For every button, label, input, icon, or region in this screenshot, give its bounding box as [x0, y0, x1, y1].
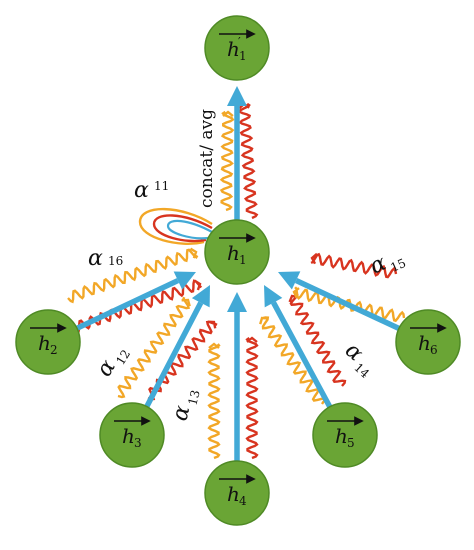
arrowhead-h2	[173, 271, 196, 290]
node-prime: ′	[238, 35, 241, 49]
node-symbol: h	[418, 331, 431, 355]
node-subscript: 1	[239, 253, 247, 267]
arrowhead-h1	[227, 86, 247, 106]
alpha-symbol: α	[88, 246, 103, 271]
alpha-symbol: α	[168, 403, 196, 424]
node-subscript: 6	[430, 343, 438, 357]
node-symbol: h	[38, 331, 51, 355]
node-subscript: 3	[134, 436, 142, 450]
self-attention-loop	[138, 207, 213, 245]
alpha-label-14: α 14	[340, 338, 372, 381]
alpha-subscript: 14	[351, 360, 372, 381]
alpha-subscript: 15	[388, 256, 408, 275]
self-loop-red	[152, 214, 213, 243]
alpha-symbol: α	[134, 178, 149, 203]
self-loop-blue	[166, 219, 213, 240]
edge-arrow-h3	[144, 301, 204, 408]
wave-orange-h5	[259, 316, 326, 405]
node-subscript: 5	[347, 436, 355, 450]
node-symbol: h	[122, 424, 135, 448]
wave-red-out	[238, 102, 259, 220]
node-symbol: h	[227, 482, 240, 506]
alpha-label-16: α 16	[88, 246, 123, 271]
wave-orange-out	[219, 110, 235, 212]
wave-red-h6	[310, 252, 398, 279]
edge-arrow-h6	[294, 277, 401, 331]
alpha-label-13: α 13	[168, 388, 203, 424]
wave-orange-h2	[67, 247, 199, 304]
arrowhead-h5	[264, 285, 283, 308]
self-loop-orange	[138, 207, 213, 245]
node-symbol: h	[335, 424, 348, 448]
edge-arrow-h2	[75, 278, 180, 331]
aggregation-label: concat/ avg	[197, 109, 217, 208]
edge-arrows	[75, 86, 401, 461]
node-symbol: h	[227, 37, 240, 61]
wave-orange-h3	[117, 296, 191, 399]
node-symbol: h	[227, 241, 240, 265]
node-subscript: 4	[239, 494, 247, 508]
alpha-subscript: 11	[154, 179, 169, 193]
alpha-subscript: 16	[108, 254, 123, 268]
alpha-subscript: 12	[113, 347, 133, 367]
wave-orange-h6	[292, 286, 406, 323]
node-subscript: 2	[50, 343, 58, 357]
wave-orange-h4	[207, 342, 221, 460]
attention-waves	[67, 102, 406, 460]
edge-arrow-h5	[271, 301, 333, 409]
arrowhead-h4	[227, 292, 247, 312]
node-subscript: 1	[239, 49, 247, 63]
wave-red-h4	[245, 336, 259, 460]
arrowhead-h6	[278, 271, 301, 290]
alpha-subscript: 13	[186, 388, 203, 406]
arrowhead-h3	[191, 285, 210, 308]
alpha-label-11: α 11	[134, 178, 169, 203]
